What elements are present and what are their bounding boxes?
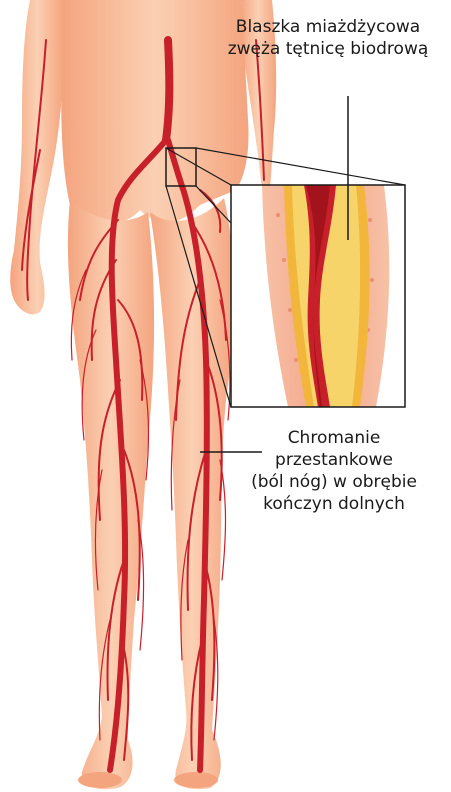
plaque-label: Blaszka miażdżycowa zwęża tętnicę biodro… [206,16,450,60]
claudication-label: Chromanie przestankowe (ból nóg) w obręb… [232,427,436,515]
claudication-label-line1: Chromanie [232,427,436,449]
plaque-label-line1: Blaszka miażdżycowa [206,16,450,38]
claudication-label-line4: kończyn dolnych [232,493,436,515]
artery-crosssection-inset [231,185,405,407]
plaque-label-line2: zwęża tętnicę biodrową [206,38,450,60]
claudication-label-line3: (ból nóg) w obrębie [232,471,436,493]
claudication-label-line2: przestankowe [232,449,436,471]
